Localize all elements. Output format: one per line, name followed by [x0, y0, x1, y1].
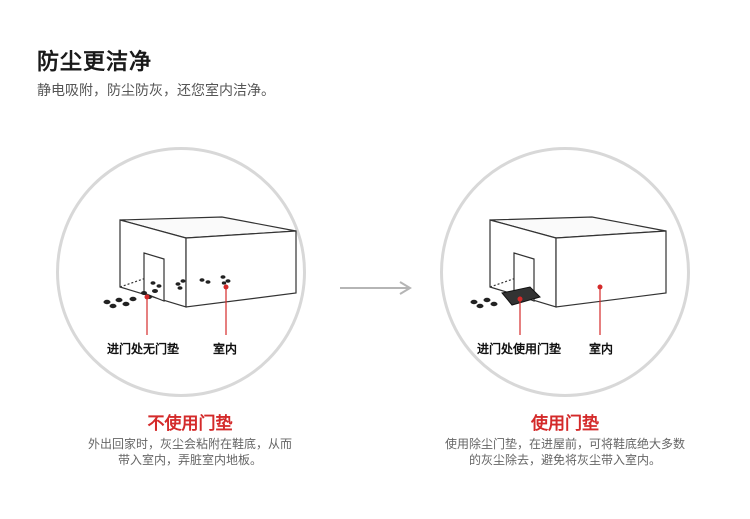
caption-line: 外出回家时，灰尘会粘附在鞋底，从而 — [87, 437, 292, 451]
panel-with-doormat: 进门处使用门垫 室内 — [440, 147, 690, 397]
room-illustration — [470, 216, 667, 335]
label-entry-no-mat: 进门处无门垫 — [107, 342, 180, 356]
caption-title-no-mat: 不使用门垫 — [147, 414, 233, 434]
footprint-icon — [103, 275, 231, 309]
arrow-right-icon — [340, 281, 412, 295]
label-entry-with-mat: 进门处使用门垫 — [477, 342, 562, 356]
page-subtitle: 静电吸附，防尘防灰，还您室内洁净。 — [37, 83, 275, 99]
caption-title-with-mat: 使用门垫 — [531, 414, 599, 434]
caption-desc-with-mat: 使用除尘门垫，在进屋前，可将鞋底绝大多数 的灰尘除去，避免将灰尘带入室内。 — [405, 436, 725, 468]
caption-line: 的灰尘除去，避免将灰尘带入室内。 — [468, 453, 661, 467]
label-room: 室内 — [589, 342, 614, 356]
caption-line: 使用除尘门垫，在进屋前，可将鞋底绝大多数 — [444, 437, 685, 451]
caption-desc-no-mat: 外出回家时，灰尘会粘附在鞋底，从而 带入室内，弄脏室内地板。 — [30, 436, 350, 468]
panel-no-doormat: 进门处无门垫 室内 — [56, 147, 306, 397]
page-title: 防尘更洁净 — [37, 50, 153, 75]
doormat-icon — [501, 286, 541, 306]
room-illustration — [103, 216, 297, 335]
caption-line: 带入室内，弄脏室内地板。 — [117, 453, 262, 467]
label-room: 室内 — [213, 342, 238, 356]
